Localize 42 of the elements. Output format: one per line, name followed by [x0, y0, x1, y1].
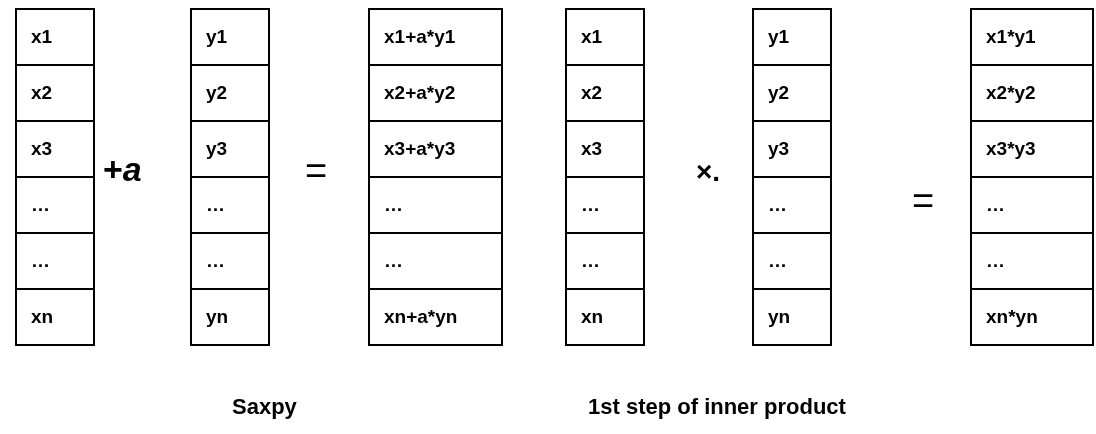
- vector-cell: x3+a*y3: [368, 120, 503, 178]
- operator-sign: ×.: [696, 156, 721, 188]
- vector-cell: x3: [565, 120, 645, 178]
- vector-cell: x2: [15, 64, 95, 122]
- vector-cell: y3: [752, 120, 832, 178]
- vector-cell: y1: [752, 8, 832, 66]
- vector-cell: xn+a*yn: [368, 288, 503, 346]
- vector-cell: x1+a*y1: [368, 8, 503, 66]
- vector-cell: …: [565, 176, 645, 234]
- vector-cell: …: [565, 232, 645, 290]
- vector-cell: …: [190, 176, 270, 234]
- vector-cell: yn: [752, 288, 832, 346]
- vector-cell: …: [190, 232, 270, 290]
- vector-cell: y2: [190, 64, 270, 122]
- vector-cell: y3: [190, 120, 270, 178]
- vector-cell: …: [752, 176, 832, 234]
- vector-cell: y1: [190, 8, 270, 66]
- vector-cell: xn: [15, 288, 95, 346]
- vector-cell: xn*yn: [970, 288, 1094, 346]
- vector-cell: x1: [565, 8, 645, 66]
- vector-cell: x1: [15, 8, 95, 66]
- vector-cell: x3: [15, 120, 95, 178]
- vector-cell: xn: [565, 288, 645, 346]
- vector-cell: …: [15, 232, 95, 290]
- vector-cell: x1*y1: [970, 8, 1094, 66]
- vector-cell: …: [970, 176, 1094, 234]
- caption: 1st step of inner product: [588, 394, 846, 420]
- vector-cell: …: [752, 232, 832, 290]
- vector-cell: x2: [565, 64, 645, 122]
- vector-cell: …: [15, 176, 95, 234]
- equals-sign: =: [305, 150, 328, 193]
- equals-sign: =: [912, 180, 935, 223]
- vector-cell: …: [970, 232, 1094, 290]
- vector-cell: x2*y2: [970, 64, 1094, 122]
- operator-sign: +a: [103, 150, 142, 189]
- vector-cell: yn: [190, 288, 270, 346]
- vector-cell: …: [368, 232, 503, 290]
- vector-cell: y2: [752, 64, 832, 122]
- caption: Saxpy: [232, 394, 297, 420]
- vector-cell: x2+a*y2: [368, 64, 503, 122]
- vector-cell: x3*y3: [970, 120, 1094, 178]
- vector-cell: …: [368, 176, 503, 234]
